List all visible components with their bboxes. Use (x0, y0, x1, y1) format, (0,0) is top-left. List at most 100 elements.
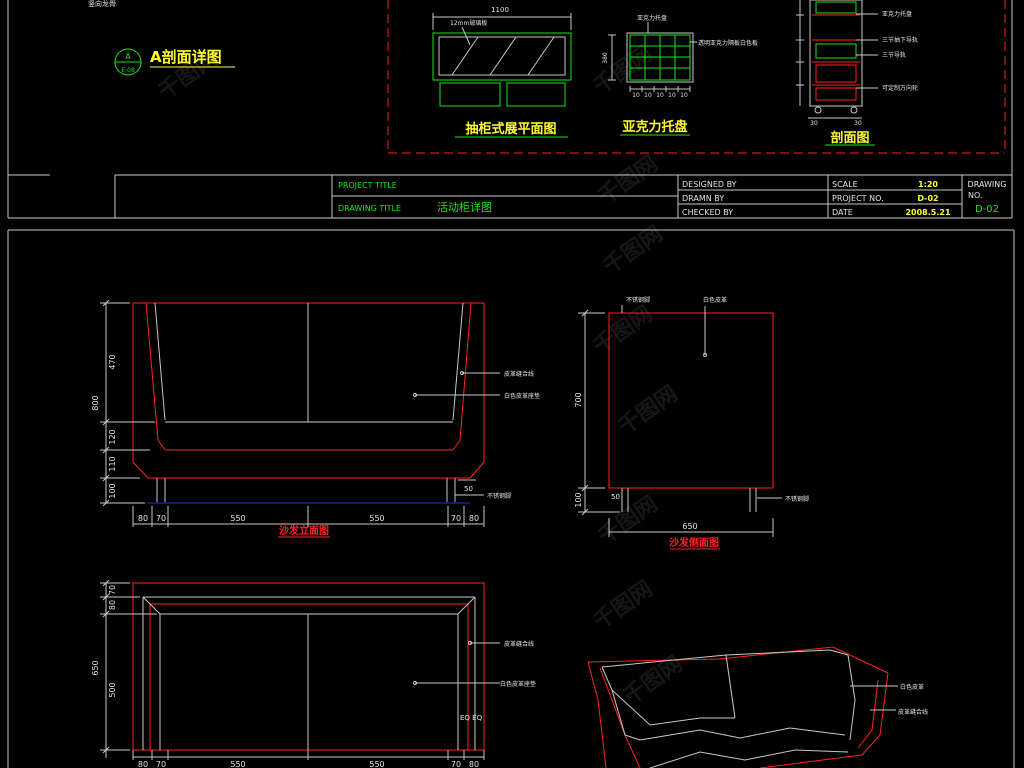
drawing-no-label: DRAWING (968, 180, 1007, 189)
front-elevation-line (102, 418, 110, 426)
section-line (809, 0, 863, 107)
display-cabinet-plan (432, 13, 572, 138)
plan-note-cushion: 白色皮革座垫 (500, 680, 536, 688)
side-elevation-title: 沙发侧面图 (669, 536, 719, 549)
plan-dim-horizontal: 550 (369, 760, 384, 768)
project-title-label: PROJECT TITLE (338, 181, 397, 190)
section-detail-title: A剖面详图 (150, 48, 222, 66)
drawing-no-label-suffix: NO. (968, 191, 983, 200)
section-note: 三节抽下导轨 (882, 36, 918, 44)
tray-title: 亚克力托盘 (622, 119, 687, 135)
perspective-note-stitch: 皮革缝合线 (898, 708, 928, 716)
front-dim-horizontal: 550 (230, 514, 245, 523)
tray-bottom-dimension: 10 (632, 92, 640, 99)
perspective-line (649, 749, 849, 768)
drawing-title: 活动柜详图 (437, 200, 492, 214)
front-dim-vertical: 100 (108, 483, 117, 498)
tray-note-top: 亚克力托盘 (637, 14, 667, 22)
acrylic-tray-detail (608, 22, 697, 136)
section-line (850, 106, 858, 114)
side-dim-depth: 650 (682, 522, 697, 531)
front-elevation-line (452, 302, 464, 421)
front-dim-horizontal: 70 (156, 514, 166, 523)
side-elevation-line (703, 353, 707, 357)
plan-view-line (102, 610, 110, 618)
plan-note-stitch: 皮革缝合线 (504, 640, 534, 648)
tray-bottom-dimension: 10 (668, 92, 676, 99)
section-marker-sheet: E-08 (121, 67, 135, 74)
tray-note-side: 透明亚克力隔板白色板 (698, 39, 758, 47)
section-bottom-dimension: 30 (810, 120, 818, 127)
perspective-annotations: 白色皮革 皮革缝合线 (898, 683, 928, 716)
side-note-leg-top: 不锈钢脚 (626, 296, 650, 304)
perspective-note-leather: 白色皮革 (900, 683, 924, 691)
front-elevation-line (102, 299, 110, 307)
front-elevation-line (452, 439, 461, 451)
display-plan-line (461, 26, 471, 46)
side-elevation-annotations: 不锈钢脚 白色皮革 700 100 50 650 不锈钢脚 沙发侧面图 (574, 296, 809, 549)
checked-by-label: CHECKED BY (682, 208, 733, 217)
front-elevation-line (132, 461, 149, 479)
plan-dim-horizontal: 80 (138, 760, 148, 768)
sofa-plan-view (100, 579, 500, 760)
plan-dim-vertical-total: 650 (91, 660, 100, 675)
plan-dim-horizontal: 70 (451, 760, 461, 768)
front-note-stitch: 皮革缝合线 (504, 370, 534, 378)
display-width-dimension: 1100 (491, 6, 509, 14)
plan-view-annotations: 70 80 650 500 80 70 550 550 70 80 EQ EQ … (91, 585, 536, 768)
plan-view-line (102, 579, 110, 587)
side-elevation-line (608, 312, 774, 489)
front-elevation-line (102, 499, 110, 507)
display-plan-line (451, 36, 479, 76)
front-note-leg: 不锈钢脚 (487, 492, 511, 500)
tray-bottom-dimension: 10 (656, 92, 664, 99)
plan-view-line (457, 596, 476, 615)
plan-view-line (102, 593, 110, 601)
front-elevation-line (102, 474, 110, 482)
section-line (815, 1, 857, 14)
front-dim-horizontal: 70 (451, 514, 461, 523)
display-plan-line (506, 82, 566, 107)
plan-view-line (102, 746, 110, 754)
front-elevation-line (460, 371, 464, 375)
front-elevation-line (145, 302, 159, 441)
drawing-frame (7, 0, 1015, 768)
drawing-no-value: D-02 (975, 204, 999, 215)
plan-dim-horizontal: 550 (230, 760, 245, 768)
plan-dim-vertical: 70 (108, 585, 117, 595)
section-marker-letter: A (125, 52, 131, 61)
front-dim-horizontal: 550 (369, 514, 384, 523)
perspective-line (857, 679, 879, 749)
front-elevation-line (459, 302, 472, 441)
section-bottom-dimension: 30 (854, 120, 862, 127)
side-elevation-line (581, 484, 589, 492)
section-line (815, 43, 857, 59)
plan-view-line (468, 641, 472, 645)
section-note: 可定制万向轮 (882, 84, 918, 92)
front-elevation-annotations: 470 800 120 110 100 80 70 550 550 70 80 … (91, 354, 540, 537)
plan-view-line (142, 596, 161, 615)
perspective-line (847, 654, 856, 741)
designed-by-label: DESIGNED BY (682, 180, 737, 189)
display-plan-line (439, 82, 501, 107)
side-elevation-line (581, 309, 589, 317)
vertical-keel-label: 竖向龙骨 (88, 0, 116, 8)
side-dim-vertical: 700 (574, 392, 583, 407)
tray-height-dimension: 380 (602, 52, 609, 64)
perspective-line (611, 689, 735, 726)
section-note: 三节导轨 (882, 51, 906, 59)
acrylic-tray-annotations: 亚克力托盘 透明亚克力隔板白色板 380 10 10 10 10 10 亚克力托… (602, 14, 758, 135)
sofa-perspective-view (587, 646, 898, 768)
plan-dim-vertical: 500 (108, 682, 117, 697)
perspective-line (599, 667, 641, 768)
front-dim-vertical: 470 (108, 354, 117, 369)
section-line (815, 87, 857, 101)
front-note-cushion: 白色皮革座垫 (504, 392, 540, 400)
display-plan-line (489, 36, 517, 76)
side-note-leather: 白色皮革 (703, 296, 727, 304)
section-line (814, 106, 822, 114)
section-marker-graphic (114, 48, 235, 76)
front-elevation-title: 沙发立面图 (279, 524, 329, 537)
perspective-line (601, 666, 641, 741)
